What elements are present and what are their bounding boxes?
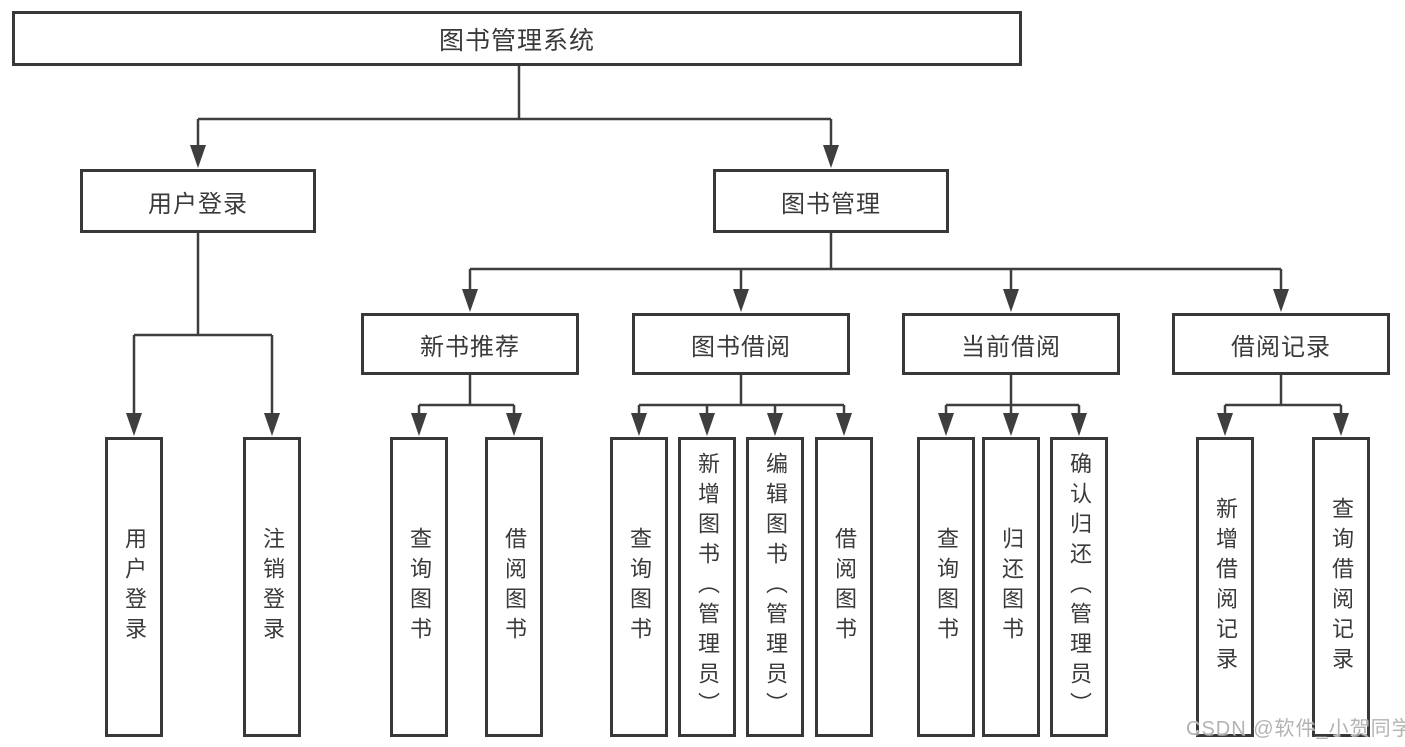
node-borrowing-records: 借阅记录 xyxy=(1172,313,1390,375)
leaf-borrow-books-recommend: 借阅图书 xyxy=(485,437,543,737)
leaf-add-borrow-record: 新增借阅记录 xyxy=(1196,437,1254,737)
leaf-edit-book-admin: 编辑图书（管理员） xyxy=(746,437,804,737)
leaf-query-books-borrowing-label: 查询图书 xyxy=(627,527,652,647)
leaf-return-book-label: 归还图书 xyxy=(999,527,1024,647)
leaf-add-book-admin-label: 新增图书（管理员） xyxy=(695,452,720,722)
csdn-watermark: CSDN @软件_小贺同学 xyxy=(1186,718,1405,740)
leaf-logout: 注销登录 xyxy=(243,437,301,737)
leaf-return-book: 归还图书 xyxy=(982,437,1040,737)
leaf-query-books-current-label: 查询图书 xyxy=(934,527,959,647)
leaf-edit-book-admin-label: 编辑图书（管理员） xyxy=(763,452,788,722)
node-current-borrowing: 当前借阅 xyxy=(902,313,1120,375)
leaf-query-borrow-record: 查询借阅记录 xyxy=(1312,437,1370,737)
leaf-add-borrow-record-label: 新增借阅记录 xyxy=(1213,497,1238,677)
node-book-management: 图书管理 xyxy=(713,169,949,233)
node-book-borrowing: 图书借阅 xyxy=(632,313,850,375)
leaf-query-books-recommend: 查询图书 xyxy=(390,437,448,737)
leaf-borrow-books-borrowing: 借阅图书 xyxy=(815,437,873,737)
node-library-system: 图书管理系统 xyxy=(12,11,1022,66)
leaf-confirm-return-admin: 确认归还（管理员） xyxy=(1050,437,1108,737)
leaf-user-login: 用户登录 xyxy=(105,437,163,737)
leaf-add-book-admin: 新增图书（管理员） xyxy=(678,437,736,737)
leaf-logout-label: 注销登录 xyxy=(260,527,285,647)
leaf-query-borrow-record-label: 查询借阅记录 xyxy=(1329,497,1354,677)
leaf-confirm-return-admin-label: 确认归还（管理员） xyxy=(1067,452,1092,722)
leaf-user-login-label: 用户登录 xyxy=(122,527,147,647)
node-new-book-recommendation: 新书推荐 xyxy=(361,313,579,375)
leaf-borrow-books-recommend-label: 借阅图书 xyxy=(502,527,527,647)
leaf-borrow-books-borrowing-label: 借阅图书 xyxy=(832,527,857,647)
node-user-login: 用户登录 xyxy=(80,169,316,233)
leaf-query-books-borrowing: 查询图书 xyxy=(610,437,668,737)
leaf-query-books-current: 查询图书 xyxy=(917,437,975,737)
leaf-query-books-recommend-label: 查询图书 xyxy=(407,527,432,647)
